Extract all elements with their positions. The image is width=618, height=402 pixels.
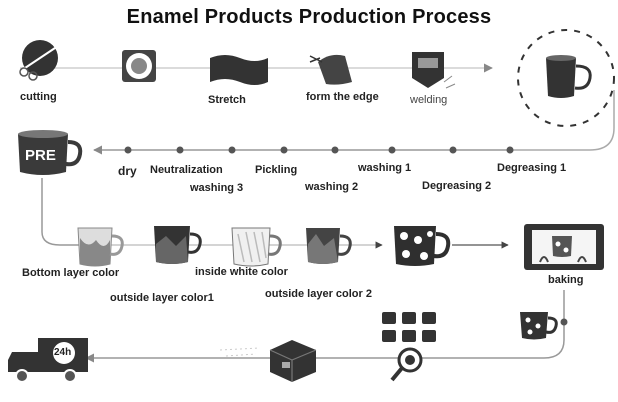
delivery-truck-icon xyxy=(8,338,88,383)
connector-left-row2-row3 xyxy=(41,178,80,246)
connector-right-row3-row4 xyxy=(85,290,565,363)
form-edge-icon xyxy=(309,54,352,85)
step-dot-dry xyxy=(124,146,132,154)
label-form-edge: form the edge xyxy=(306,91,379,103)
outside-layer2-mug-icon xyxy=(306,228,352,264)
label-washing2: washing 2 xyxy=(305,181,359,193)
step-dot-washing2 xyxy=(331,146,339,154)
pre-mug-icon xyxy=(18,130,83,175)
mug-set-icon xyxy=(382,312,436,342)
outside-layer1-mug-icon xyxy=(154,226,202,264)
label-outside-layer2: outside layer color 2 xyxy=(265,288,372,300)
label-cutting: cutting xyxy=(20,91,57,103)
welding-mask-icon xyxy=(412,52,456,89)
label-outside-layer1: outside layer color1 xyxy=(110,292,214,304)
label-degreasing1: Degreasing 1 xyxy=(497,162,567,174)
inside-white-mug-icon xyxy=(231,227,282,267)
baked-mug-icon xyxy=(520,312,558,340)
label-washing1: washing 1 xyxy=(358,162,412,174)
label-degreasing2: Degreasing 2 xyxy=(422,180,492,192)
label-neutralization: Neutralization xyxy=(150,164,223,176)
connector-right-row1-row2 xyxy=(512,90,615,151)
label-dry: dry xyxy=(118,164,137,178)
bottom-layer-mug-icon xyxy=(77,227,124,267)
pre-badge-text: PRE xyxy=(25,147,56,164)
package-box-icon xyxy=(269,340,317,382)
step-dot-degreasing2 xyxy=(449,146,457,154)
label-bottom-layer: Bottom layer color xyxy=(22,267,120,279)
step-dot-neutralization xyxy=(176,146,184,154)
inspection-magnifier-icon xyxy=(390,347,423,382)
baking-oven-icon xyxy=(524,224,604,270)
step-dot-washing3 xyxy=(228,146,236,154)
label-baking: baking xyxy=(548,274,584,286)
label-pickling: Pickling xyxy=(255,164,298,176)
stretch-disc-icon xyxy=(122,50,156,82)
page-title: Enamel Products Production Process xyxy=(126,6,492,28)
finished-mug-clock-icon xyxy=(517,29,615,127)
step-dot-washing1 xyxy=(388,146,396,154)
decorated-mug-icon xyxy=(394,226,451,266)
step-dot-pickling xyxy=(280,146,288,154)
label-welding: welding xyxy=(410,94,448,106)
step-dot-degreasing1 xyxy=(506,146,514,154)
label-inside-white: inside white color xyxy=(195,266,288,278)
cutting-icon xyxy=(19,40,59,81)
label-washing3: washing 3 xyxy=(190,182,244,194)
sparks-decoration xyxy=(219,347,261,357)
stretch-sheet-icon xyxy=(210,55,268,85)
step-dot-baked xyxy=(560,318,568,326)
label-stretch: Stretch xyxy=(208,94,246,106)
delivery-badge-text: 24h xyxy=(54,347,72,358)
